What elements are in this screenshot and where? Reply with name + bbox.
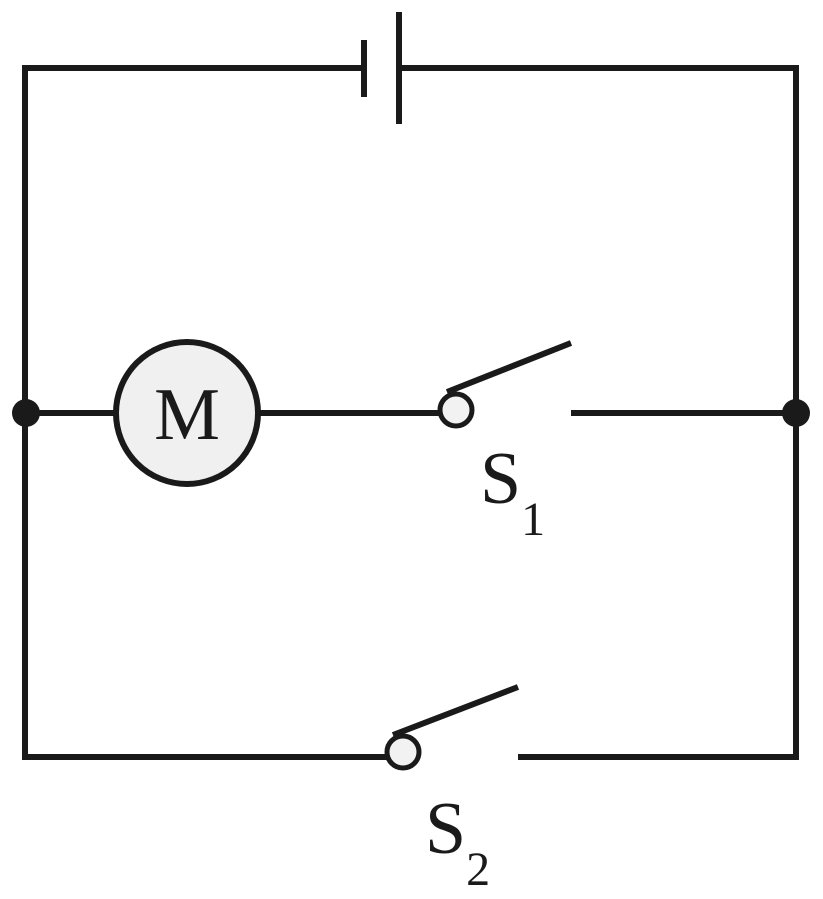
switch-s1-letter: S — [480, 438, 521, 520]
junction-right — [782, 399, 810, 427]
battery-symbol — [361, 12, 402, 124]
switch-s1-subscript: 1 — [521, 493, 545, 546]
middle-branch: M S1 — [12, 339, 810, 546]
switch-s2-subscript: 2 — [466, 843, 490, 896]
motor: M — [113, 339, 261, 487]
switch-s1-terminal — [437, 391, 475, 429]
switch-s1-blade — [445, 340, 573, 395]
switch-s2-terminal — [384, 733, 422, 771]
bottom-branch: S2 — [22, 684, 799, 896]
switch-s2-label: S2 — [425, 788, 490, 896]
switch-s1-label: S1 — [480, 438, 545, 546]
top-branch — [22, 12, 798, 124]
switch-s2-letter: S — [425, 788, 466, 870]
switch-s2-blade — [391, 684, 520, 738]
switch-s1: S1 — [437, 340, 573, 546]
motor-label: M — [154, 374, 220, 456]
switch-s2: S2 — [384, 684, 520, 896]
junction-left — [12, 399, 40, 427]
